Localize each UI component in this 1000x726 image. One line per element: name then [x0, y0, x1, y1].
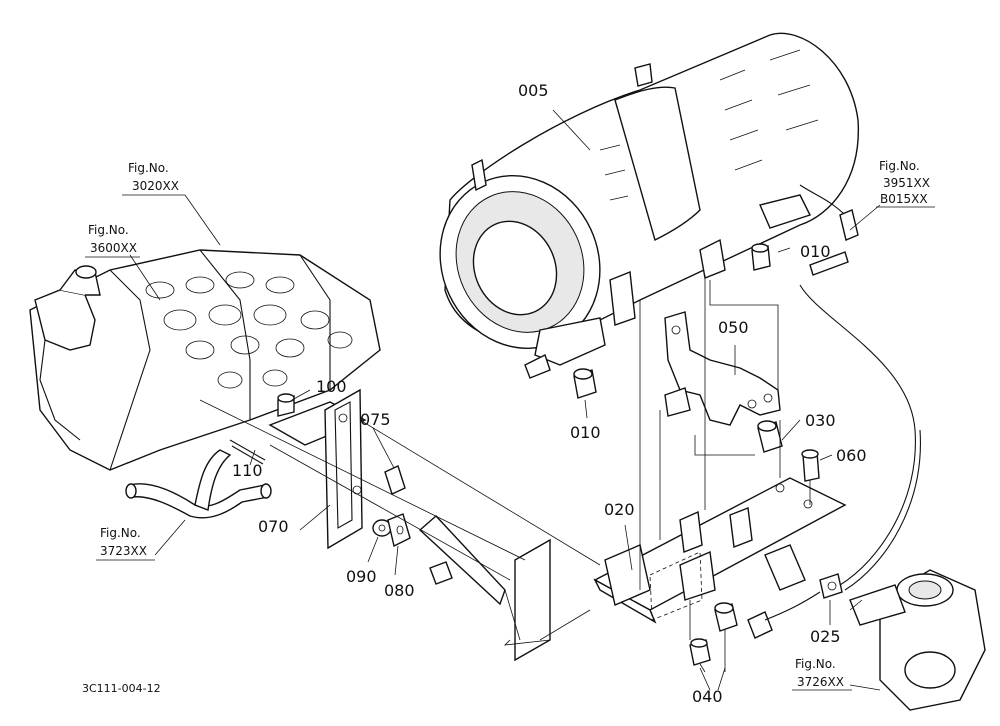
callout-010-lower: 010	[570, 423, 601, 442]
callout-040: 040	[692, 687, 723, 706]
exhaust-manifold-drawing	[849, 569, 986, 711]
svg-text:Fig.No.: Fig.No.	[128, 161, 169, 175]
sensor-025-drawing	[747, 284, 921, 639]
svg-text:3723XX: 3723XX	[100, 544, 147, 558]
svg-text:3726XX: 3726XX	[797, 675, 844, 689]
bolts-040-drawing	[689, 602, 738, 666]
svg-text:3951XX: 3951XX	[883, 176, 930, 190]
svg-text:B015XX: B015XX	[880, 192, 928, 206]
svg-text:3020XX: 3020XX	[132, 179, 179, 193]
callout-005: 005	[518, 81, 549, 100]
base-bracket-020-drawing	[593, 477, 847, 624]
engine-block-drawing	[29, 249, 381, 471]
fig-ref-3723xx: Fig.No. 3723XX	[96, 526, 155, 561]
callout-050: 050	[718, 318, 749, 337]
temperature-sensor-drawing	[799, 184, 859, 276]
svg-text:Fig.No.: Fig.No.	[100, 526, 141, 540]
dpf-canister-drawing	[439, 32, 859, 379]
svg-text:Fig.No.: Fig.No.	[88, 223, 129, 237]
bolt-060-drawing	[801, 449, 820, 482]
callout-020: 020	[604, 500, 635, 519]
assembly-lines	[199, 275, 863, 673]
callout-030: 030	[805, 411, 836, 430]
bracket-050-drawing	[664, 311, 781, 426]
callout-leaders	[129, 109, 881, 691]
svg-text:3600XX: 3600XX	[90, 241, 137, 255]
callout-100: 100	[316, 377, 347, 396]
fig-ref-3600xx: Fig.No. 3600XX	[85, 223, 140, 258]
fig-ref-3726xx: Fig.No. 3726XX	[792, 657, 852, 691]
svg-text:Fig.No.: Fig.No.	[795, 657, 836, 671]
bracket-assembly-drawing	[268, 388, 551, 662]
bolt-030-drawing	[757, 420, 783, 453]
svg-text:Fig.No.: Fig.No.	[879, 159, 920, 173]
callout-070: 070	[258, 517, 289, 536]
diagram-code: 3C111-004-12	[82, 682, 161, 695]
callout-010-upper: 010	[800, 242, 831, 261]
fig-ref-3020xx: Fig.No. 3020XX	[122, 161, 185, 196]
callout-090: 090	[346, 567, 377, 586]
fig-ref-3951xx: Fig.No. 3951XX B015XX	[876, 159, 935, 208]
bolts-010-drawing	[573, 243, 771, 399]
callout-075: 075	[360, 410, 391, 429]
coolant-hose-drawing	[125, 449, 272, 519]
callout-025: 025	[810, 627, 841, 646]
callout-110: 110	[232, 461, 263, 480]
callout-080: 080	[384, 581, 415, 600]
callout-060: 060	[836, 446, 867, 465]
